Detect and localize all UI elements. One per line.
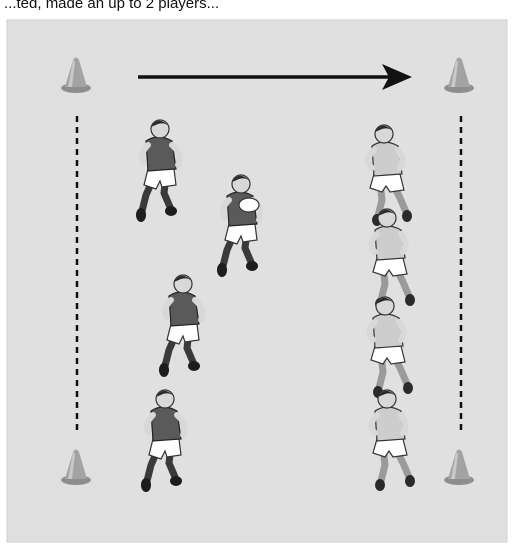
rugby-ball-icon xyxy=(239,198,259,212)
